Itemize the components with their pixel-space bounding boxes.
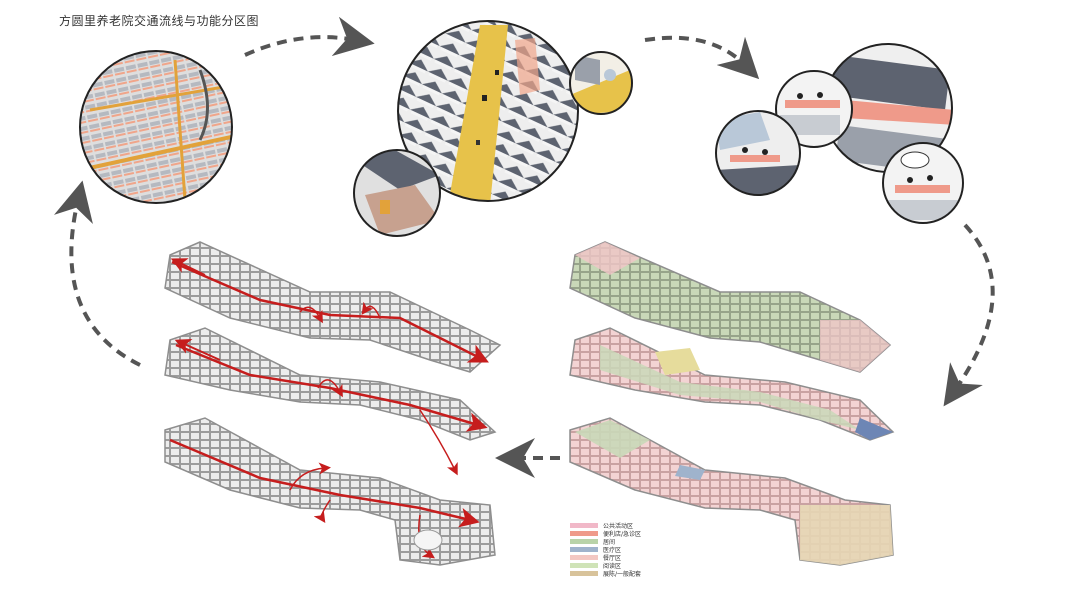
- activity-circle-left: [715, 110, 801, 196]
- site-plan-circle: [79, 50, 233, 204]
- legend-swatch: [570, 530, 598, 536]
- arrow-top-left: [244, 16, 375, 57]
- legend-label: 医疗区: [603, 546, 622, 554]
- legend-swatch: [570, 522, 598, 528]
- diagram-title: 方圆里养老院交通流线与功能分区图: [59, 14, 260, 28]
- legend-item: 居间: [570, 537, 641, 546]
- legend-label: 便利店/急诊区: [603, 530, 642, 538]
- floor-3: [164, 241, 502, 373]
- arrow-top-right: [644, 35, 760, 80]
- legend-swatch: [570, 546, 598, 552]
- zone-floor-1: [569, 417, 894, 566]
- arrow-left: [53, 180, 141, 367]
- legend-label: 展陈/一般配套: [603, 570, 642, 578]
- legend-swatch: [570, 562, 598, 568]
- legend-item: 展陈/一般配套: [570, 569, 642, 578]
- legend-item: 医疗区: [570, 545, 641, 554]
- legend-swatch: [570, 538, 598, 544]
- legend-label: 公共活动区: [603, 522, 634, 530]
- legend-label: 餐厅区: [603, 554, 622, 562]
- street-detail-circle-right: [569, 51, 633, 115]
- zone-floor-3: [569, 241, 892, 373]
- floor-1: [164, 417, 496, 566]
- function-zone-axonometric: [569, 241, 895, 566]
- legend-item: 餐厅区: [570, 553, 641, 562]
- activity-circle-bottom: [882, 142, 964, 224]
- legend-item: 公共活动区: [570, 521, 641, 530]
- legend-item: 便利店/急诊区: [570, 529, 642, 538]
- floor-2: [164, 327, 497, 476]
- legend-item: 阅读区: [570, 561, 641, 570]
- street-detail-circle-left: [353, 149, 441, 237]
- cycle-arrows: [53, 16, 995, 478]
- arrow-right: [943, 223, 995, 407]
- circulation-axonometric: [164, 241, 502, 566]
- legend-label: 阅读区: [603, 562, 622, 570]
- zone-legend: 公共活动区 便利店/急诊区 居间 医疗区 餐厅区 阅读区 展陈/一般配套: [570, 521, 642, 578]
- legend-swatch: [570, 554, 598, 560]
- legend-label: 居间: [603, 538, 616, 546]
- legend-swatch: [570, 570, 598, 576]
- zone-floor-2: [569, 327, 895, 441]
